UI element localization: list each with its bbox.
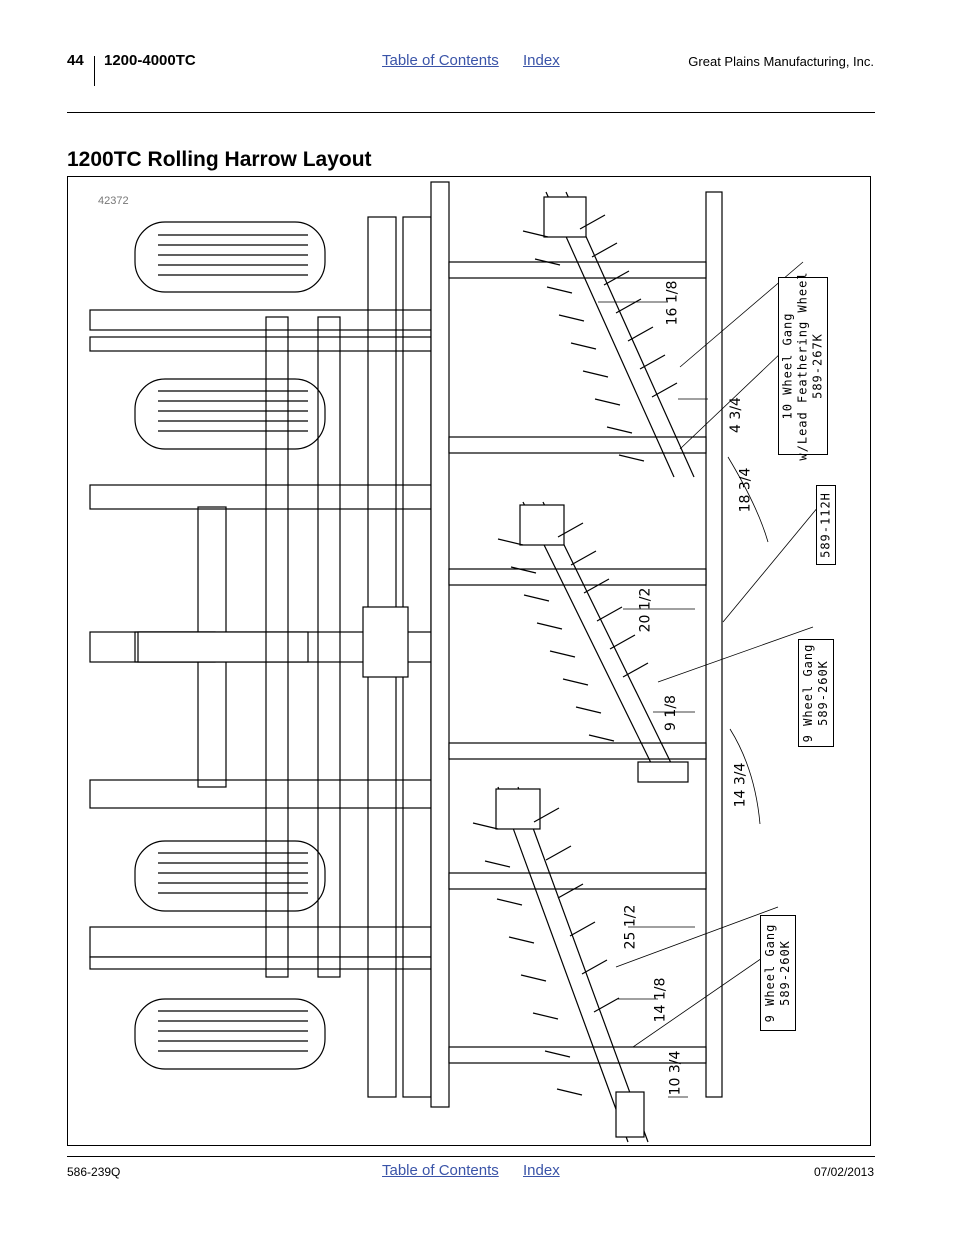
harrow-gang-3 xyxy=(472,786,649,1143)
dimension-label: 25 1/2 xyxy=(622,904,639,950)
dimension-label: 16 1/8 xyxy=(664,280,681,326)
dimension-label: 14 3/4 xyxy=(732,762,749,808)
company-name: Great Plains Manufacturing, Inc. xyxy=(688,54,874,69)
footer-toc-link[interactable]: Table of Contents xyxy=(382,1162,499,1179)
harrow-layout-figure: 42372 xyxy=(67,176,871,1146)
harrow-gang-2 xyxy=(497,501,674,768)
tire xyxy=(134,221,326,293)
harrow-drawing xyxy=(89,181,829,1143)
section-title: 1200TC Rolling Harrow Layout xyxy=(67,148,372,171)
dimension-label: 9 1/8 xyxy=(662,695,679,731)
footer-date: 07/02/2013 xyxy=(813,1165,874,1179)
footer-rule xyxy=(67,1156,875,1157)
harrow-gang-1 xyxy=(522,191,695,478)
dimension-label: 4 3/4 xyxy=(727,397,744,433)
dimension-label: 14 1/8 xyxy=(652,977,669,1023)
footer-index-link[interactable]: Index xyxy=(523,1162,560,1179)
callout-9-wheel-gang-lower: 9 Wheel Gang 589-260K xyxy=(760,915,796,1031)
header-rule xyxy=(67,112,875,113)
dimension-label: 10 3/4 xyxy=(667,1050,684,1096)
doc-number: 586-239Q xyxy=(67,1165,121,1179)
callout-589-112h: 589-112H xyxy=(816,485,836,565)
dimension-label: 18 3/4 xyxy=(737,467,754,513)
dimension-label: 20 1/2 xyxy=(637,587,654,633)
callout-10-wheel-gang: 10 Wheel Gang w/Lead Feathering Wheel 58… xyxy=(778,271,828,461)
model-name: 1200-4000TC xyxy=(104,52,196,69)
header-index-link[interactable]: Index xyxy=(523,52,560,69)
page-number: 44 xyxy=(67,52,84,69)
figure-id: 42372 xyxy=(98,195,129,207)
header-toc-link[interactable]: Table of Contents xyxy=(382,52,499,69)
header-divider xyxy=(94,56,95,86)
callout-9-wheel-gang-upper: 9 Wheel Gang 589-260K xyxy=(798,639,834,747)
